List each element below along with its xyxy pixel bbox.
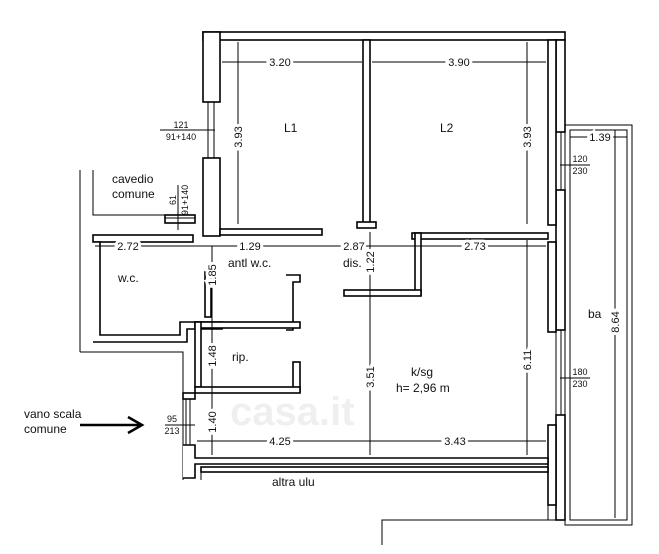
opening: 91+140	[166, 132, 196, 142]
room-cavedio-2: comune	[112, 187, 155, 201]
dim: 3.93	[522, 126, 534, 147]
dim: 3.20	[269, 57, 290, 69]
dim: 2.73	[464, 241, 485, 253]
opening: 230	[572, 379, 587, 389]
room-l2: L2	[440, 121, 454, 135]
room-antl-wc: antl w.c.	[228, 256, 271, 270]
opening: 121	[173, 120, 188, 130]
room-altra: altra ulu	[272, 475, 315, 489]
opening: 180	[572, 367, 587, 377]
dim: 1.29	[239, 241, 260, 253]
vano-scala-2: comune	[24, 422, 67, 436]
walls	[79, 31, 633, 545]
dim: 3.90	[448, 57, 469, 69]
dimension-lines	[80, 42, 627, 518]
opening: 213	[164, 426, 179, 436]
dim: 3.93	[233, 126, 245, 147]
dim: 1.85	[207, 264, 219, 285]
dim: 6.11	[522, 350, 534, 371]
room-ksg: k/sg	[411, 365, 433, 379]
dim: 1.22	[365, 251, 377, 272]
dim: 8.64	[610, 311, 622, 332]
dim: 1.48	[207, 345, 219, 366]
dim: 2.87	[343, 241, 364, 253]
dim: 2.72	[117, 241, 138, 253]
opening: 91+140	[180, 185, 190, 215]
room-height: h= 2,96 m	[396, 381, 450, 395]
entry-arrow-icon	[80, 415, 145, 435]
opening-labels: 121 91+140 61 91+140 120 230 180 230 95 …	[164, 120, 587, 436]
room-wc: w.c.	[117, 271, 139, 285]
dim: 1.39	[589, 132, 610, 144]
opening: 230	[572, 166, 587, 176]
dim: 3.51	[365, 366, 377, 387]
dim: 1.40	[207, 411, 219, 432]
opening: 95	[167, 414, 177, 424]
room-dis: dis.	[343, 256, 362, 270]
dimension-labels: 3.20 3.90 3.93 3.93 1.39 8.64 2.72 1.29 …	[114, 54, 625, 451]
room-labels: L1 L2 cavedio comune w.c. antl w.c. dis.…	[24, 121, 602, 489]
dim: 3.43	[444, 436, 465, 448]
dim: 4.25	[269, 436, 290, 448]
watermark: casa.it	[230, 390, 355, 434]
room-rip: rip.	[232, 350, 249, 364]
vano-scala: vano scala	[24, 407, 82, 421]
room-ba: ba	[588, 307, 602, 321]
opening: 120	[572, 154, 587, 164]
opening: 61	[168, 195, 178, 205]
room-cavedio: cavedio	[112, 172, 154, 186]
room-l1: L1	[284, 121, 298, 135]
